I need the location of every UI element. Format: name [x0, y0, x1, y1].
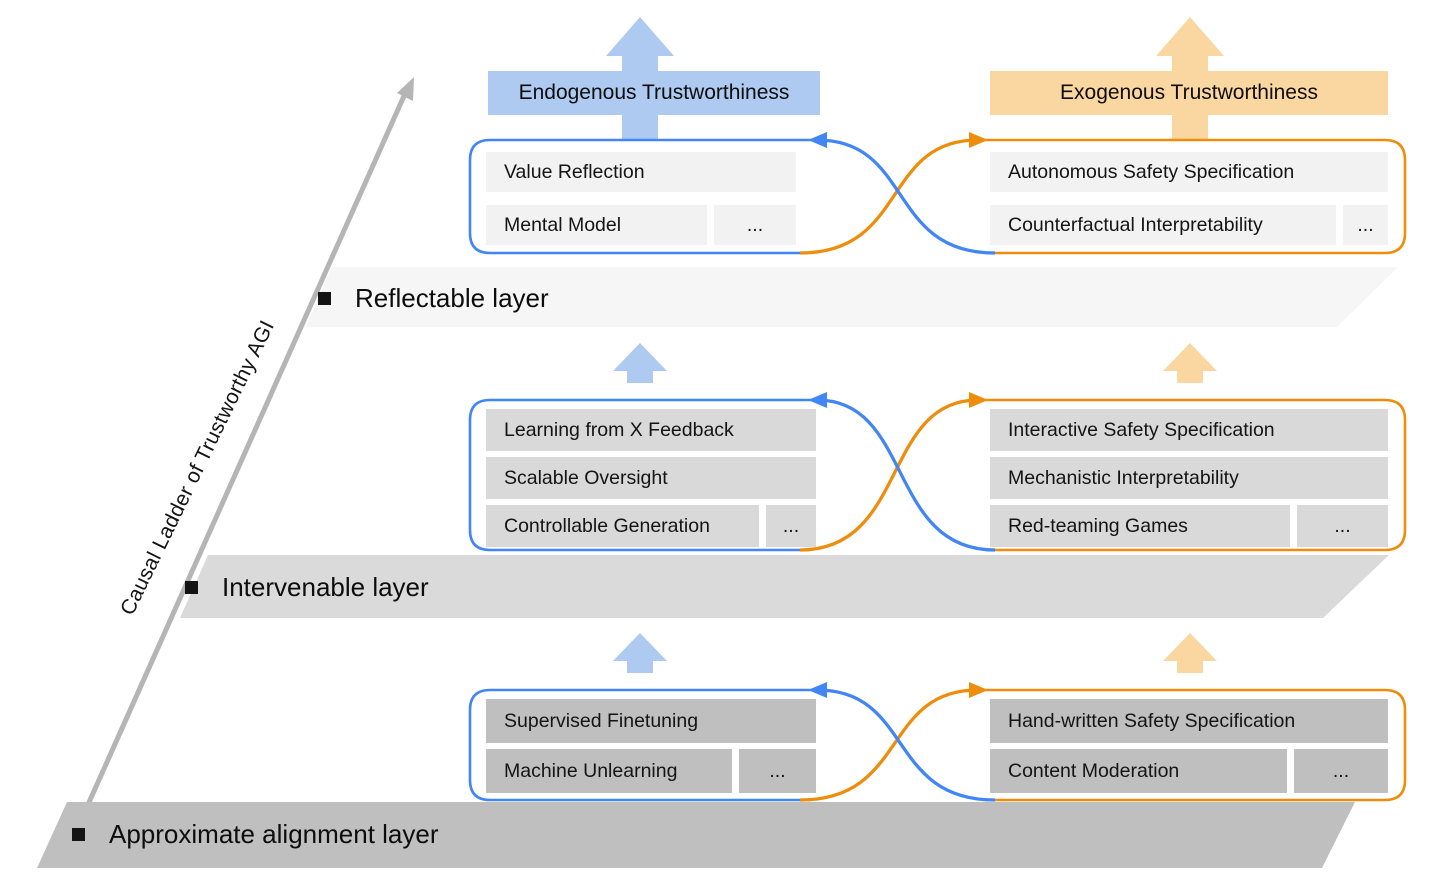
blue-curve-arrowhead-mid-icon: [808, 392, 827, 408]
method-item: Mental Model: [486, 205, 707, 245]
orange-curve-arrowhead-bottom-icon: [969, 682, 988, 698]
layer-label-intervenable: Intervenable layer: [185, 570, 429, 604]
band-reflectable-layer: [306, 267, 1398, 327]
more-items-ellipsis: ...: [1343, 205, 1388, 245]
blue-box-outline-top: [468, 138, 812, 255]
blue-box-outline-mid: [468, 398, 812, 552]
exogenous-box-intervenable: Interactive Safety Specification Mechani…: [975, 400, 1405, 550]
method-item: Interactive Safety Specification: [990, 409, 1388, 451]
blue-cycle-curve-top: [816, 138, 996, 255]
more-items-ellipsis: ...: [739, 749, 816, 793]
method-item: Mechanistic Interpretability: [990, 457, 1388, 499]
method-item: Supervised Finetuning: [486, 699, 816, 743]
orange-box-outline-bottom: [983, 688, 1407, 802]
method-item: Scalable Oversight: [486, 457, 816, 499]
endogenous-box-approximate-alignment: Supervised Finetuning Machine Unlearning…: [470, 690, 820, 800]
method-item: Value Reflection: [486, 152, 796, 192]
orange-box-outline-mid: [983, 398, 1407, 552]
exogenous-box-approximate-alignment: Hand-written Safety Specification Conten…: [975, 690, 1405, 800]
exogenous-box-reflectable: Autonomous Safety Specification Counterf…: [975, 140, 1405, 253]
square-bullet-icon: [72, 827, 85, 841]
blue-box-outline-bottom: [468, 688, 812, 802]
method-item: Counterfactual Interpretability: [990, 205, 1336, 245]
exogenous-trustworthiness-banner: Exogenous Trustworthiness: [990, 71, 1388, 115]
layer-label-text: Approximate alignment layer: [109, 818, 439, 849]
more-items-ellipsis: ...: [1297, 505, 1388, 547]
method-item: Hand-written Safety Specification: [990, 699, 1388, 743]
method-item: Red-teaming Games: [990, 505, 1290, 547]
square-bullet-icon: [318, 291, 331, 305]
blue-cycle-curve-mid: [816, 398, 996, 552]
endogenous-box-intervenable: Learning from X Feedback Scalable Oversi…: [470, 400, 820, 550]
more-items-ellipsis: ...: [766, 505, 816, 547]
band-intervenable-layer: [180, 555, 1389, 618]
orange-cycle-curve-mid: [799, 398, 979, 552]
endogenous-trustworthiness-banner: Endogenous Trustworthiness: [488, 71, 820, 115]
method-item: Learning from X Feedback: [486, 409, 816, 451]
band-approximate-alignment-layer: [37, 802, 1355, 868]
layer-label-reflectable: Reflectable layer: [318, 281, 549, 315]
ladder-arrowhead-icon: [397, 77, 414, 101]
orange-cycle-curve-top: [799, 138, 979, 255]
orange-curve-arrowhead-top-icon: [969, 132, 988, 148]
blue-small-up-arrow-bottom-icon: [613, 633, 667, 673]
endogenous-banner-label: Endogenous Trustworthiness: [518, 81, 790, 104]
orange-small-up-arrow-mid-icon: [1163, 343, 1217, 383]
orange-box-outline-top: [983, 138, 1407, 255]
blue-curve-arrowhead-bottom-icon: [808, 682, 827, 698]
square-bullet-icon: [185, 580, 198, 594]
method-item: Machine Unlearning: [486, 749, 732, 793]
blue-small-up-arrow-mid-icon: [613, 343, 667, 383]
more-items-ellipsis: ...: [714, 205, 796, 245]
layer-label-text: Reflectable layer: [355, 282, 549, 313]
more-items-ellipsis: ...: [1294, 749, 1388, 793]
endogenous-box-reflectable: Value Reflection Mental Model ...: [470, 140, 820, 253]
method-item: Autonomous Safety Specification: [990, 152, 1388, 192]
method-item: Content Moderation: [990, 749, 1287, 793]
layer-label-approximate-alignment: Approximate alignment layer: [72, 817, 439, 851]
orange-small-up-arrow-bottom-icon: [1163, 633, 1217, 673]
method-item: Controllable Generation: [486, 505, 759, 547]
layer-label-text: Intervenable layer: [222, 571, 429, 602]
blue-cycle-curve-bottom: [816, 688, 996, 802]
exogenous-banner-label: Exogenous Trustworthiness: [1060, 81, 1318, 104]
ladder-line: [67, 94, 407, 847]
orange-cycle-curve-bottom: [799, 688, 979, 802]
blue-curve-arrowhead-top-icon: [808, 132, 827, 148]
orange-curve-arrowhead-mid-icon: [969, 392, 988, 408]
